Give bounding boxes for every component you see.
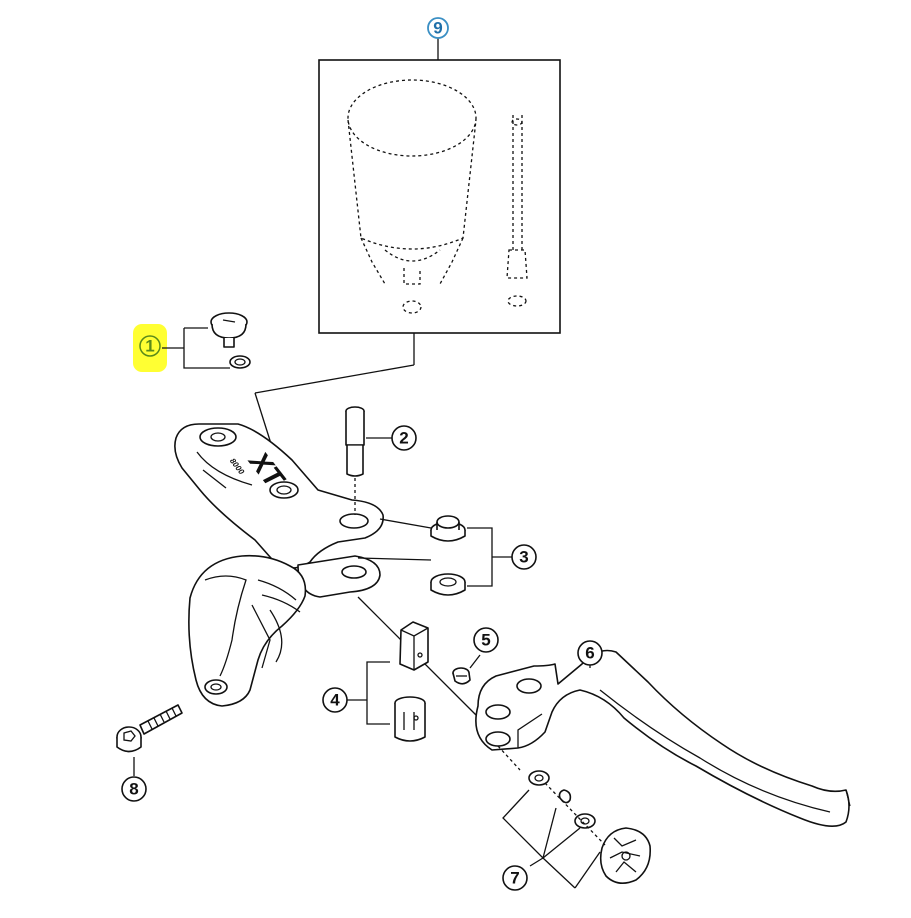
washer-1 [528, 770, 550, 786]
callout-5: 5 [473, 627, 499, 653]
svg-text:7: 7 [510, 869, 519, 888]
bleed-kit-box [318, 59, 561, 334]
bushings-group [357, 515, 512, 596]
callout-9: 9 [427, 17, 449, 39]
lever-blade-group [475, 649, 851, 827]
callout-3: 3 [511, 544, 537, 570]
bleed-funnel [347, 79, 477, 314]
svg-text:6: 6 [585, 644, 594, 663]
svg-text:3: 3 [519, 548, 528, 567]
svg-text:9: 9 [433, 19, 442, 38]
clamp-bolt [116, 704, 183, 753]
lever-body: XT 8000 [174, 423, 384, 707]
pivot-pin [345, 406, 365, 477]
callout-4: 4 [322, 687, 348, 713]
svg-text:4: 4 [330, 691, 340, 710]
callout-2: 2 [391, 425, 417, 451]
clip [558, 789, 572, 804]
svg-text:1: 1 [145, 337, 154, 356]
bushing-upper [430, 515, 466, 542]
pivot-pin-group [345, 406, 392, 515]
svg-text:8: 8 [129, 780, 138, 799]
callout-8: 8 [121, 776, 147, 802]
set-screw-group [452, 654, 481, 685]
bleed-plug-tool [506, 115, 528, 307]
set-screw [452, 667, 471, 685]
highlight-marker [133, 324, 167, 372]
washer-2 [574, 813, 596, 829]
clamp-bolt-group [116, 704, 183, 776]
callout-6: 6 [577, 640, 603, 666]
callout-1: 1 [139, 335, 161, 357]
cam-sleeve [394, 696, 426, 742]
svg-text:2: 2 [399, 429, 408, 448]
bleed-screw-group [133, 312, 251, 372]
cam-block [399, 621, 429, 671]
cam-group [347, 596, 477, 742]
bleed-kit-group [254, 38, 561, 489]
reach-knob [599, 827, 652, 884]
reach-adjust-group [502, 770, 652, 889]
bleed-screw [210, 312, 248, 348]
o-ring [229, 355, 251, 369]
callout-7: 7 [502, 865, 528, 891]
svg-text:5: 5 [481, 631, 490, 650]
bushing-lower [430, 573, 466, 596]
